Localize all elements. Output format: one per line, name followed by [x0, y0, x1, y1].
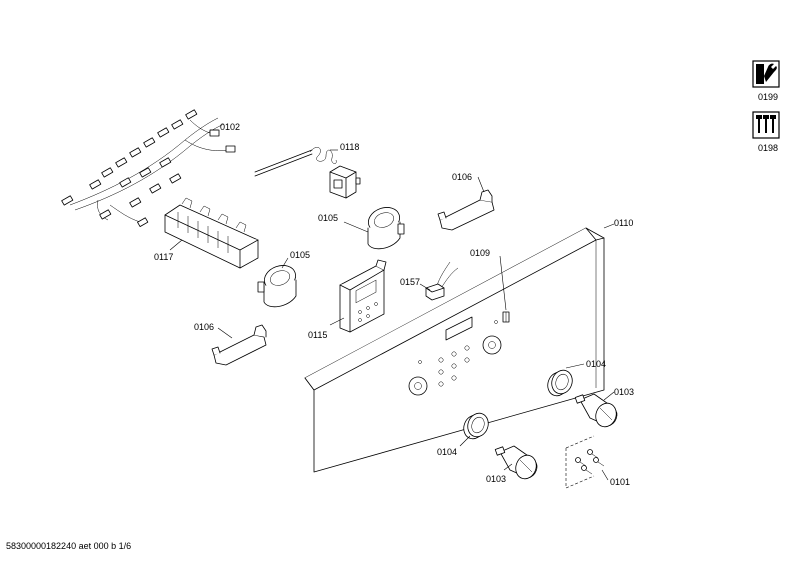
part-label-0109: 0109 — [470, 248, 490, 258]
part-label-0106-lower: 0106 — [194, 322, 214, 332]
clip-part[interactable] — [502, 311, 510, 323]
bracket-part[interactable] — [211, 324, 267, 366]
part-label-0105-lower: 0105 — [290, 250, 310, 260]
wiring-harness-part[interactable] — [61, 109, 236, 227]
bracket-part[interactable] — [437, 189, 495, 231]
part-label-0106-upper: 0106 — [452, 172, 472, 182]
part-label-0110: 0110 — [614, 218, 633, 228]
part-label-0118: 0118 — [340, 142, 359, 152]
part-label-0103-lower: 0103 — [486, 474, 506, 484]
terminal-block-part[interactable] — [164, 197, 259, 269]
fan-cover-part[interactable] — [365, 203, 405, 250]
part-label-0104-upper: 0104 — [586, 359, 606, 369]
part-label-0102: 0102 — [220, 122, 240, 132]
control-knob-part[interactable] — [574, 393, 619, 430]
sensor-part[interactable] — [425, 261, 459, 301]
fan-cover-part[interactable] — [257, 261, 299, 308]
part-label-0117: 0117 — [154, 252, 173, 262]
screws-tool-icon[interactable] — [752, 111, 780, 139]
thermostat-part[interactable] — [254, 147, 361, 199]
part-label-0103-upper: 0103 — [614, 387, 634, 397]
part-label-0157: 0157 — [400, 277, 420, 287]
screws-part[interactable] — [565, 435, 605, 489]
electronic-module-part[interactable] — [339, 259, 387, 333]
knob-ring-part[interactable] — [460, 410, 491, 441]
control-knob-part[interactable] — [494, 445, 539, 482]
tool-label-0198: 0198 — [757, 143, 779, 153]
tool-label-0199: 0199 — [757, 92, 779, 102]
part-label-0101: 0101 — [610, 477, 630, 487]
part-label-0105-upper: 0105 — [318, 213, 338, 223]
control-panel-part[interactable] — [304, 227, 605, 473]
wrench-tool-icon[interactable] — [752, 60, 780, 88]
part-label-0104-lower: 0104 — [437, 447, 457, 457]
part-label-0115: 0115 — [308, 330, 327, 340]
knob-ring-part[interactable] — [544, 367, 575, 398]
document-id-footer: 58300000182240 aet 000 b 1/6 — [6, 541, 132, 551]
